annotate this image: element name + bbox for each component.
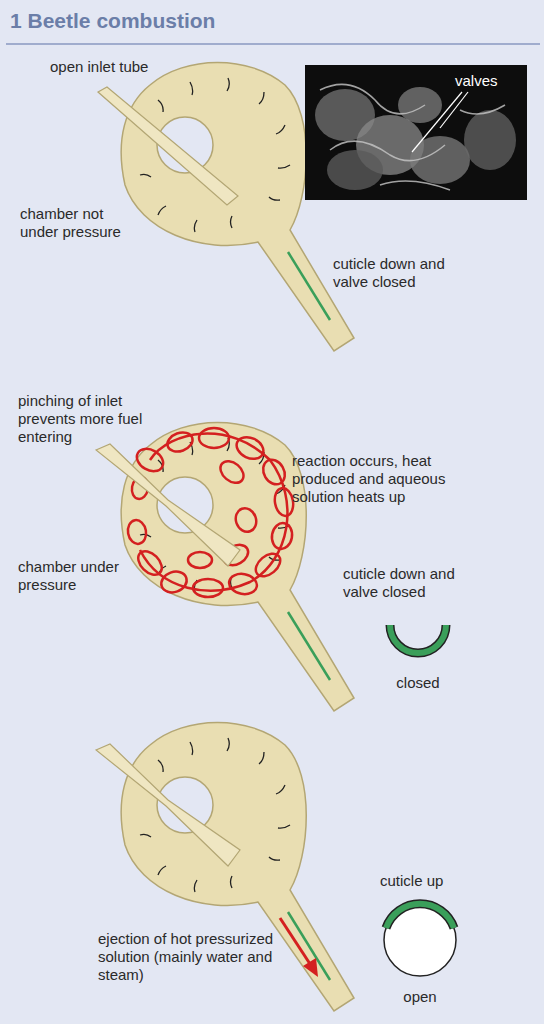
diagram-title: 1 Beetle combustion: [10, 9, 215, 33]
annotation-label: reaction occurs, heat produced and aqueo…: [292, 452, 482, 506]
annotation-label: pinching of inlet prevents more fuel ent…: [18, 392, 158, 446]
micrograph: [305, 65, 527, 200]
annotation-label: cuticle down and valve closed: [333, 255, 458, 291]
annotation-label: chamber not under pressure: [20, 205, 140, 241]
annotation-label: cuticle up: [380, 872, 480, 890]
annotation-label: valves: [455, 72, 523, 90]
valve-closed-symbol: [390, 625, 446, 653]
annotation-label: chamber under pressure: [18, 558, 143, 594]
annotation-label: open inlet tube: [50, 58, 155, 76]
title-bar: [0, 0, 544, 44]
annotation-label: cuticle down and valve closed: [343, 565, 468, 601]
annotation-label: ejection of hot pressurized solution (ma…: [98, 930, 288, 984]
title-rule: [6, 43, 540, 45]
annotation-label: open: [380, 988, 460, 1006]
chamber-ejecting: [96, 723, 354, 1012]
valve-open-symbol: [384, 904, 456, 976]
annotation-label: closed: [378, 674, 458, 692]
